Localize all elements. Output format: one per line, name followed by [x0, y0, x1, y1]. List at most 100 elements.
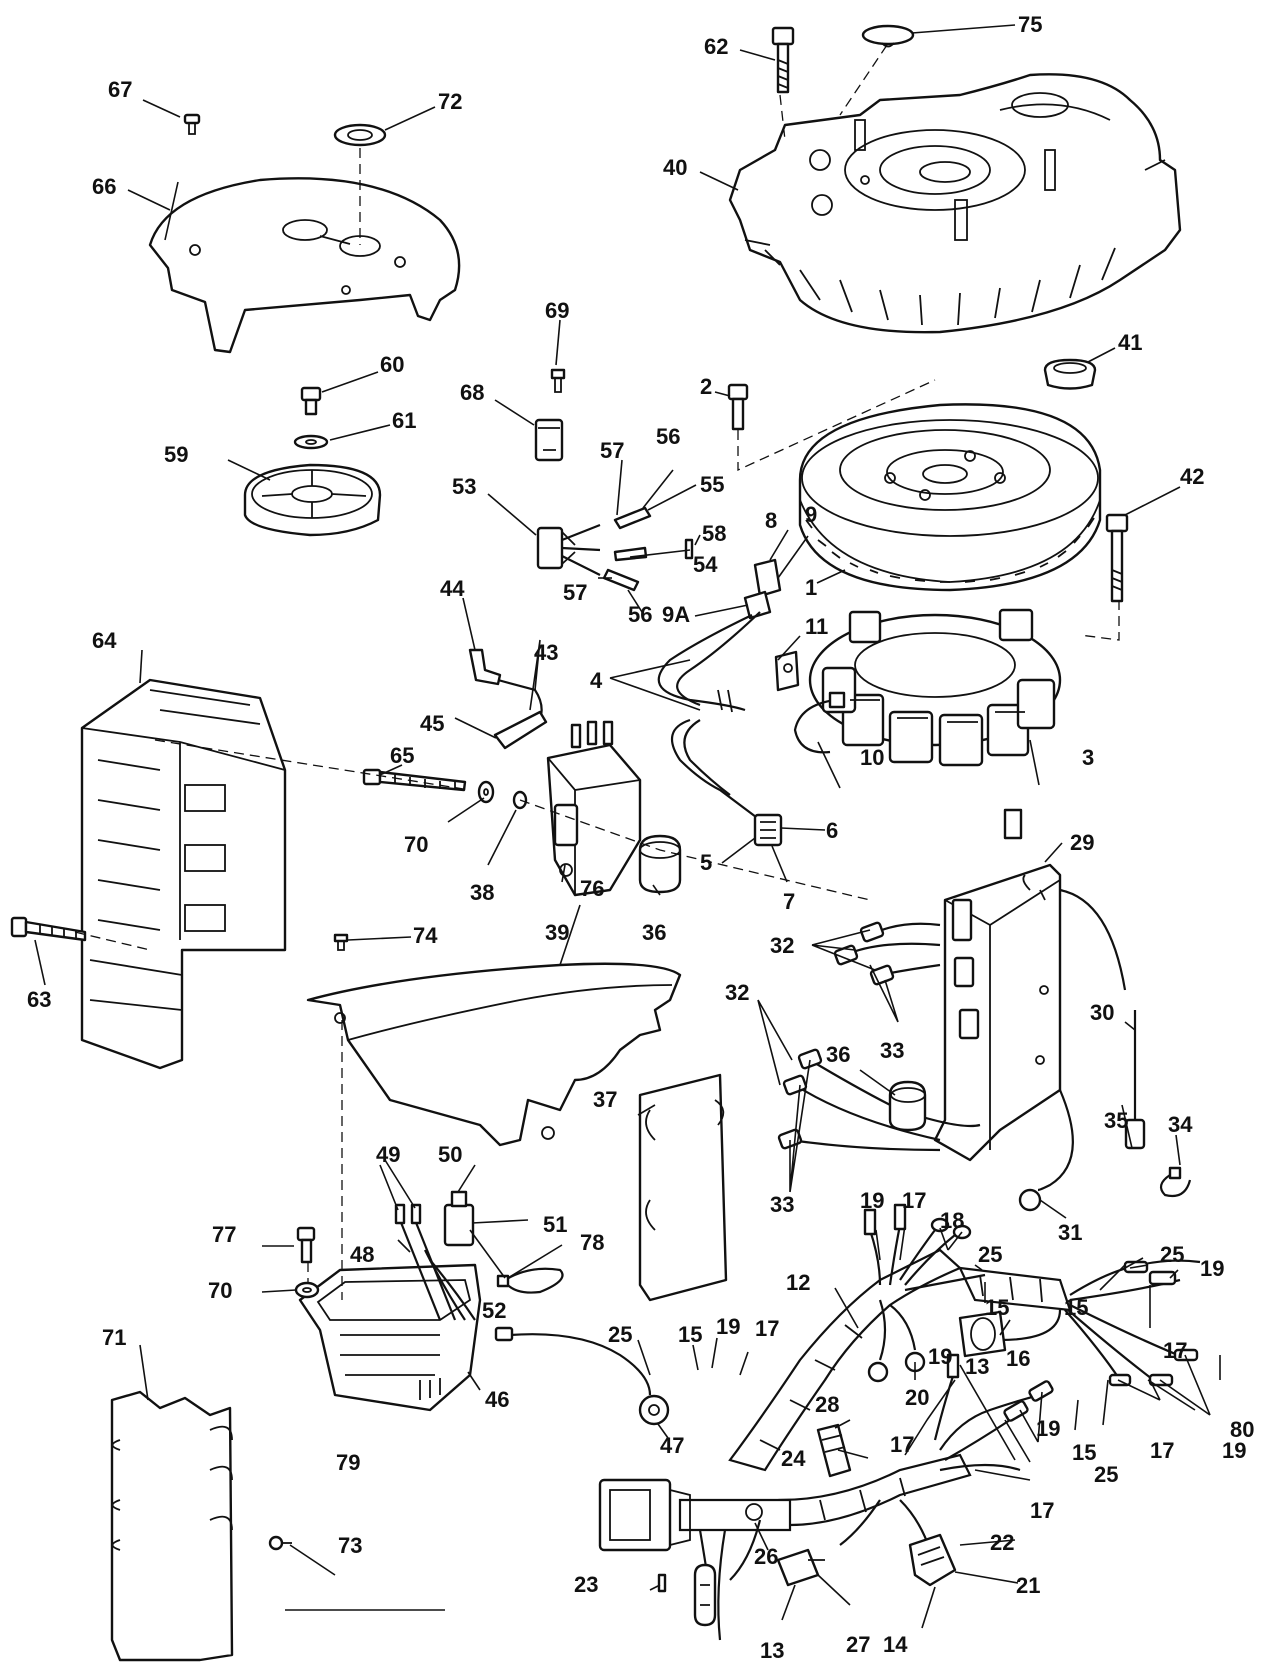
- callout-25c: 25: [608, 1322, 632, 1347]
- part-42-long-bolt: [1105, 513, 1129, 603]
- part-44-boot: [468, 648, 502, 686]
- part-4-stator-leads: [657, 611, 761, 821]
- callout-17c: 17: [1163, 1338, 1187, 1363]
- part-27-sensor: [776, 1548, 825, 1587]
- callout-36b: 36: [826, 1042, 850, 1067]
- callout-40: 40: [663, 155, 687, 180]
- part-59-timer-rotor: [243, 463, 382, 537]
- callout-19e: 19: [1036, 1416, 1060, 1441]
- part-45-boot: [493, 710, 548, 750]
- callout-17e: 17: [1150, 1438, 1174, 1463]
- callout-35: 35: [1104, 1108, 1128, 1133]
- callout-51: 51: [543, 1212, 567, 1237]
- part-10-tie-strap: [793, 691, 846, 754]
- callout-19a: 19: [860, 1188, 884, 1213]
- callout-59: 59: [164, 442, 188, 467]
- callout-69: 69: [545, 298, 569, 323]
- callout-17b: 17: [755, 1316, 779, 1341]
- callout-25b: 25: [1160, 1242, 1184, 1267]
- callout-75: 75: [1018, 12, 1042, 37]
- callout-54: 54: [693, 552, 718, 577]
- part-76-cover: [306, 962, 682, 1147]
- callout-70b: 70: [208, 1278, 232, 1303]
- callout-57b: 57: [563, 580, 587, 605]
- part-2-bolt: [727, 383, 749, 431]
- callout-33b: 33: [770, 1192, 794, 1217]
- callout-53: 53: [452, 474, 476, 499]
- callout-31: 31: [1058, 1220, 1082, 1245]
- part-61-washer: [293, 434, 329, 450]
- callout-47: 47: [660, 1433, 684, 1458]
- callout-23: 23: [574, 1572, 598, 1597]
- callout-71: 71: [102, 1325, 126, 1350]
- part-36-sleeve-b: [888, 1080, 927, 1132]
- callout-49: 49: [376, 1142, 400, 1167]
- callout-70a: 70: [404, 832, 428, 857]
- part-70-washer: [477, 780, 495, 804]
- callout-80: 80: [1230, 1417, 1254, 1442]
- callout-5: 5: [700, 850, 712, 875]
- part-22-connector: [908, 1533, 957, 1587]
- callout-13b: 13: [760, 1638, 784, 1663]
- part-1-flywheel: [798, 403, 1102, 592]
- callout-64: 64: [92, 628, 117, 653]
- callout-26: 26: [754, 1544, 778, 1569]
- callout-46: 46: [485, 1387, 509, 1412]
- callout-22: 22: [990, 1530, 1014, 1555]
- callout-50: 50: [438, 1142, 462, 1167]
- part-41-nut: [1043, 358, 1097, 390]
- callout-48: 48: [350, 1242, 374, 1267]
- part-60-bolt: [300, 386, 322, 416]
- part-75-cap: [861, 24, 915, 48]
- callout-21: 21: [1016, 1573, 1040, 1598]
- part-67-screw: [183, 113, 201, 135]
- part-9-connector: [743, 558, 782, 620]
- part-37-plate: [638, 1073, 728, 1302]
- part-34-tie-strap: [1159, 1166, 1192, 1198]
- callout-77: 77: [212, 1222, 236, 1247]
- callout-63: 63: [27, 987, 51, 1012]
- part-66-timer-base-plate: [148, 177, 461, 354]
- callout-37: 37: [593, 1087, 617, 1112]
- part-62-bolt: [771, 26, 795, 94]
- callout-27: 27: [846, 1632, 870, 1657]
- part-70-washer-b: [294, 1281, 320, 1299]
- callout-28: 28: [815, 1392, 839, 1417]
- callout-34: 34: [1168, 1112, 1193, 1137]
- callout-67: 67: [108, 77, 132, 102]
- callout-78: 78: [580, 1230, 604, 1255]
- callout-12: 12: [786, 1270, 810, 1295]
- callout-7: 7: [783, 889, 795, 914]
- callout-11: 11: [805, 614, 828, 639]
- callout-labels: 67 72 66 62 75 40 41 2 42 69 60 61 68 59…: [27, 12, 1254, 1663]
- callout-62: 62: [704, 34, 728, 59]
- callout-76: 76: [580, 876, 604, 901]
- callout-43: 43: [534, 640, 558, 665]
- callout-9: 9: [805, 502, 817, 527]
- part-39-ignition-coil: [546, 720, 642, 897]
- callout-20: 20: [905, 1385, 929, 1410]
- part-58-sleeve: [684, 538, 694, 560]
- part-6-connector: [753, 813, 783, 847]
- part-53-terminal-block: [536, 523, 601, 576]
- callout-8: 8: [765, 508, 777, 533]
- callout-3: 3: [1082, 745, 1094, 770]
- callout-19d: 19: [928, 1344, 952, 1369]
- callout-36a: 36: [642, 920, 666, 945]
- callout-19c: 19: [716, 1314, 740, 1339]
- part-13-fuse-holder: [693, 1563, 717, 1627]
- alignment-lines: [74, 44, 1120, 1300]
- part-69-screw: [550, 368, 566, 393]
- callout-10: 10: [860, 745, 884, 770]
- callout-14: 14: [883, 1632, 908, 1657]
- part-63-screw: [10, 916, 87, 942]
- callout-15c: 15: [678, 1322, 702, 1347]
- part-50-connector: [443, 1190, 475, 1247]
- callout-56b: 56: [628, 602, 652, 627]
- callout-44: 44: [440, 576, 465, 601]
- callout-6: 6: [826, 818, 838, 843]
- part-40-flywheel-cover: [728, 73, 1182, 334]
- callout-15b: 15: [1064, 1295, 1088, 1320]
- callout-29: 29: [1070, 830, 1094, 855]
